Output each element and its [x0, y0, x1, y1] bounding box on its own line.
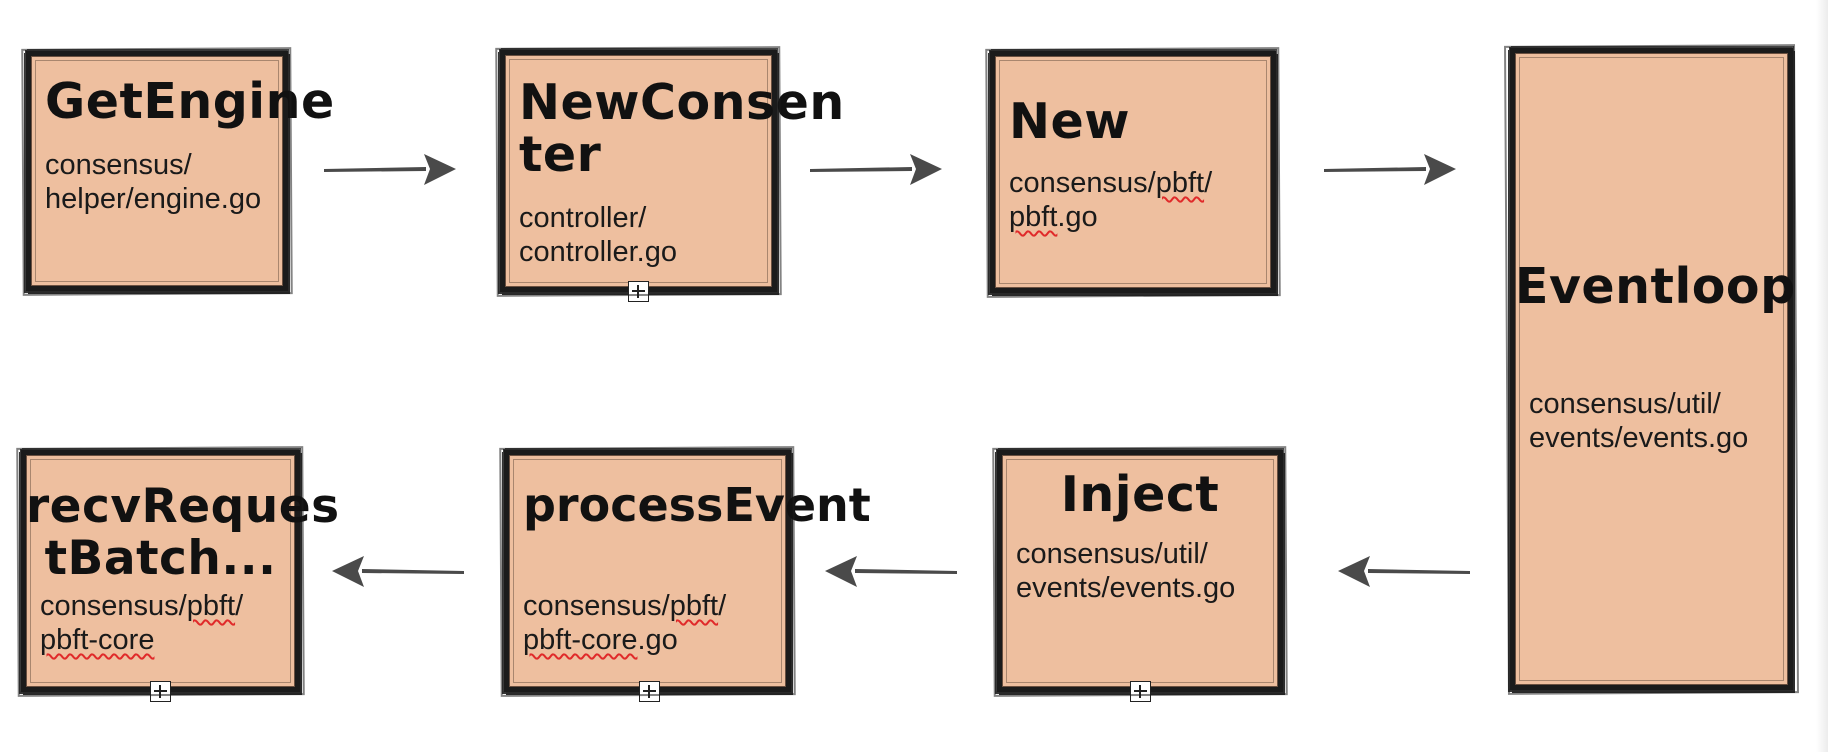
- node-path-line: consensus/util/: [1529, 388, 1721, 420]
- node-path-line: pbft.go: [1009, 200, 1212, 234]
- node-new[interactable]: New consensus/pbft/ pbft.go: [990, 51, 1276, 293]
- arrow-icon: [332, 556, 464, 587]
- expand-plus-icon[interactable]: [1130, 681, 1151, 702]
- node-inject[interactable]: Inject consensus/util/ events/events.go: [997, 450, 1283, 702]
- node-path: consensus/pbft/ pbft-core.go: [523, 589, 726, 657]
- node-path: consensus/util/ events/events.go: [1529, 387, 1748, 455]
- node-eventloop[interactable]: Eventloop consensus/util/ events/events.…: [1510, 48, 1796, 690]
- node-path: consensus/pbft/ pbft-core: [40, 589, 243, 657]
- spellcheck-word: pbft-core: [523, 624, 638, 656]
- path-text: consensus/: [1009, 167, 1156, 199]
- node-path-line: consensus/pbft/: [523, 589, 726, 623]
- expand-plus-icon[interactable]: [150, 681, 171, 702]
- node-title: GetEngine: [45, 73, 335, 130]
- node-title: recvReques tBatch...: [26, 479, 340, 586]
- spellcheck-word: pbft: [1009, 201, 1058, 233]
- spellcheck-word: pbft: [1155, 167, 1205, 199]
- node-path-line: consensus/pbft/: [1009, 166, 1212, 200]
- node-path-line: pbft-core: [40, 623, 243, 657]
- node-title-line: tBatch...: [44, 531, 277, 586]
- node-path: consensus/util/ events/events.go: [1016, 537, 1235, 605]
- node-path: controller/ controller.go: [519, 201, 677, 269]
- canvas-edge: [1816, 0, 1828, 752]
- node-path-line: consensus/: [45, 149, 192, 181]
- node-processevent[interactable]: processEvent consensus/pbft/ pbft-core.g…: [504, 450, 871, 702]
- arrow-icon: [810, 154, 942, 185]
- node-newconsenter[interactable]: NewConsen ter controller/ controller.go: [500, 50, 845, 302]
- node-title: NewConsen ter: [519, 74, 845, 183]
- node-path: consensus/ helper/engine.go: [45, 148, 261, 216]
- arrow-icon: [1338, 556, 1470, 587]
- node-title: New: [1009, 93, 1131, 150]
- spellcheck-word: pbft-core: [40, 624, 155, 656]
- path-text: /: [235, 590, 244, 622]
- node-path-line: controller.go: [519, 236, 677, 268]
- node-title-line: NewConsen: [519, 74, 845, 131]
- node-path-line: helper/engine.go: [45, 183, 262, 215]
- node-title: Eventloop: [1515, 258, 1796, 315]
- expand-plus-icon[interactable]: [628, 281, 649, 302]
- path-text: /: [718, 590, 727, 622]
- node-path: consensus/pbft/ pbft.go: [1009, 166, 1212, 234]
- node-path-line: controller/: [519, 202, 647, 234]
- spellcheck-word: pbft: [669, 590, 719, 622]
- spellcheck-word: pbft: [186, 590, 236, 622]
- path-text: .go: [1057, 201, 1098, 233]
- node-recvrequestbatch[interactable]: recvReques tBatch... consensus/pbft/ pbf…: [21, 450, 340, 702]
- node-title-line: recvReques: [26, 479, 340, 534]
- path-text: consensus/: [40, 590, 187, 622]
- node-path-line: events/events.go: [1529, 422, 1749, 454]
- node-path-line: events/events.go: [1016, 572, 1236, 604]
- node-title-line: ter: [519, 126, 602, 183]
- path-text: consensus/: [523, 590, 670, 622]
- node-title: Inject: [1060, 466, 1220, 523]
- path-text: /: [1204, 167, 1213, 199]
- node-getengine[interactable]: GetEngine consensus/ helper/engine.go: [26, 51, 335, 291]
- arrow-icon: [825, 556, 957, 587]
- path-text: .go: [637, 624, 678, 656]
- arrow-icon: [324, 154, 456, 185]
- node-path-line: consensus/util/: [1016, 538, 1208, 570]
- node-title: processEvent: [523, 478, 871, 532]
- expand-plus-icon[interactable]: [639, 681, 660, 702]
- node-path-line: pbft-core.go: [523, 623, 726, 657]
- arrow-icon: [1324, 154, 1456, 185]
- node-path-line: consensus/pbft/: [40, 589, 243, 623]
